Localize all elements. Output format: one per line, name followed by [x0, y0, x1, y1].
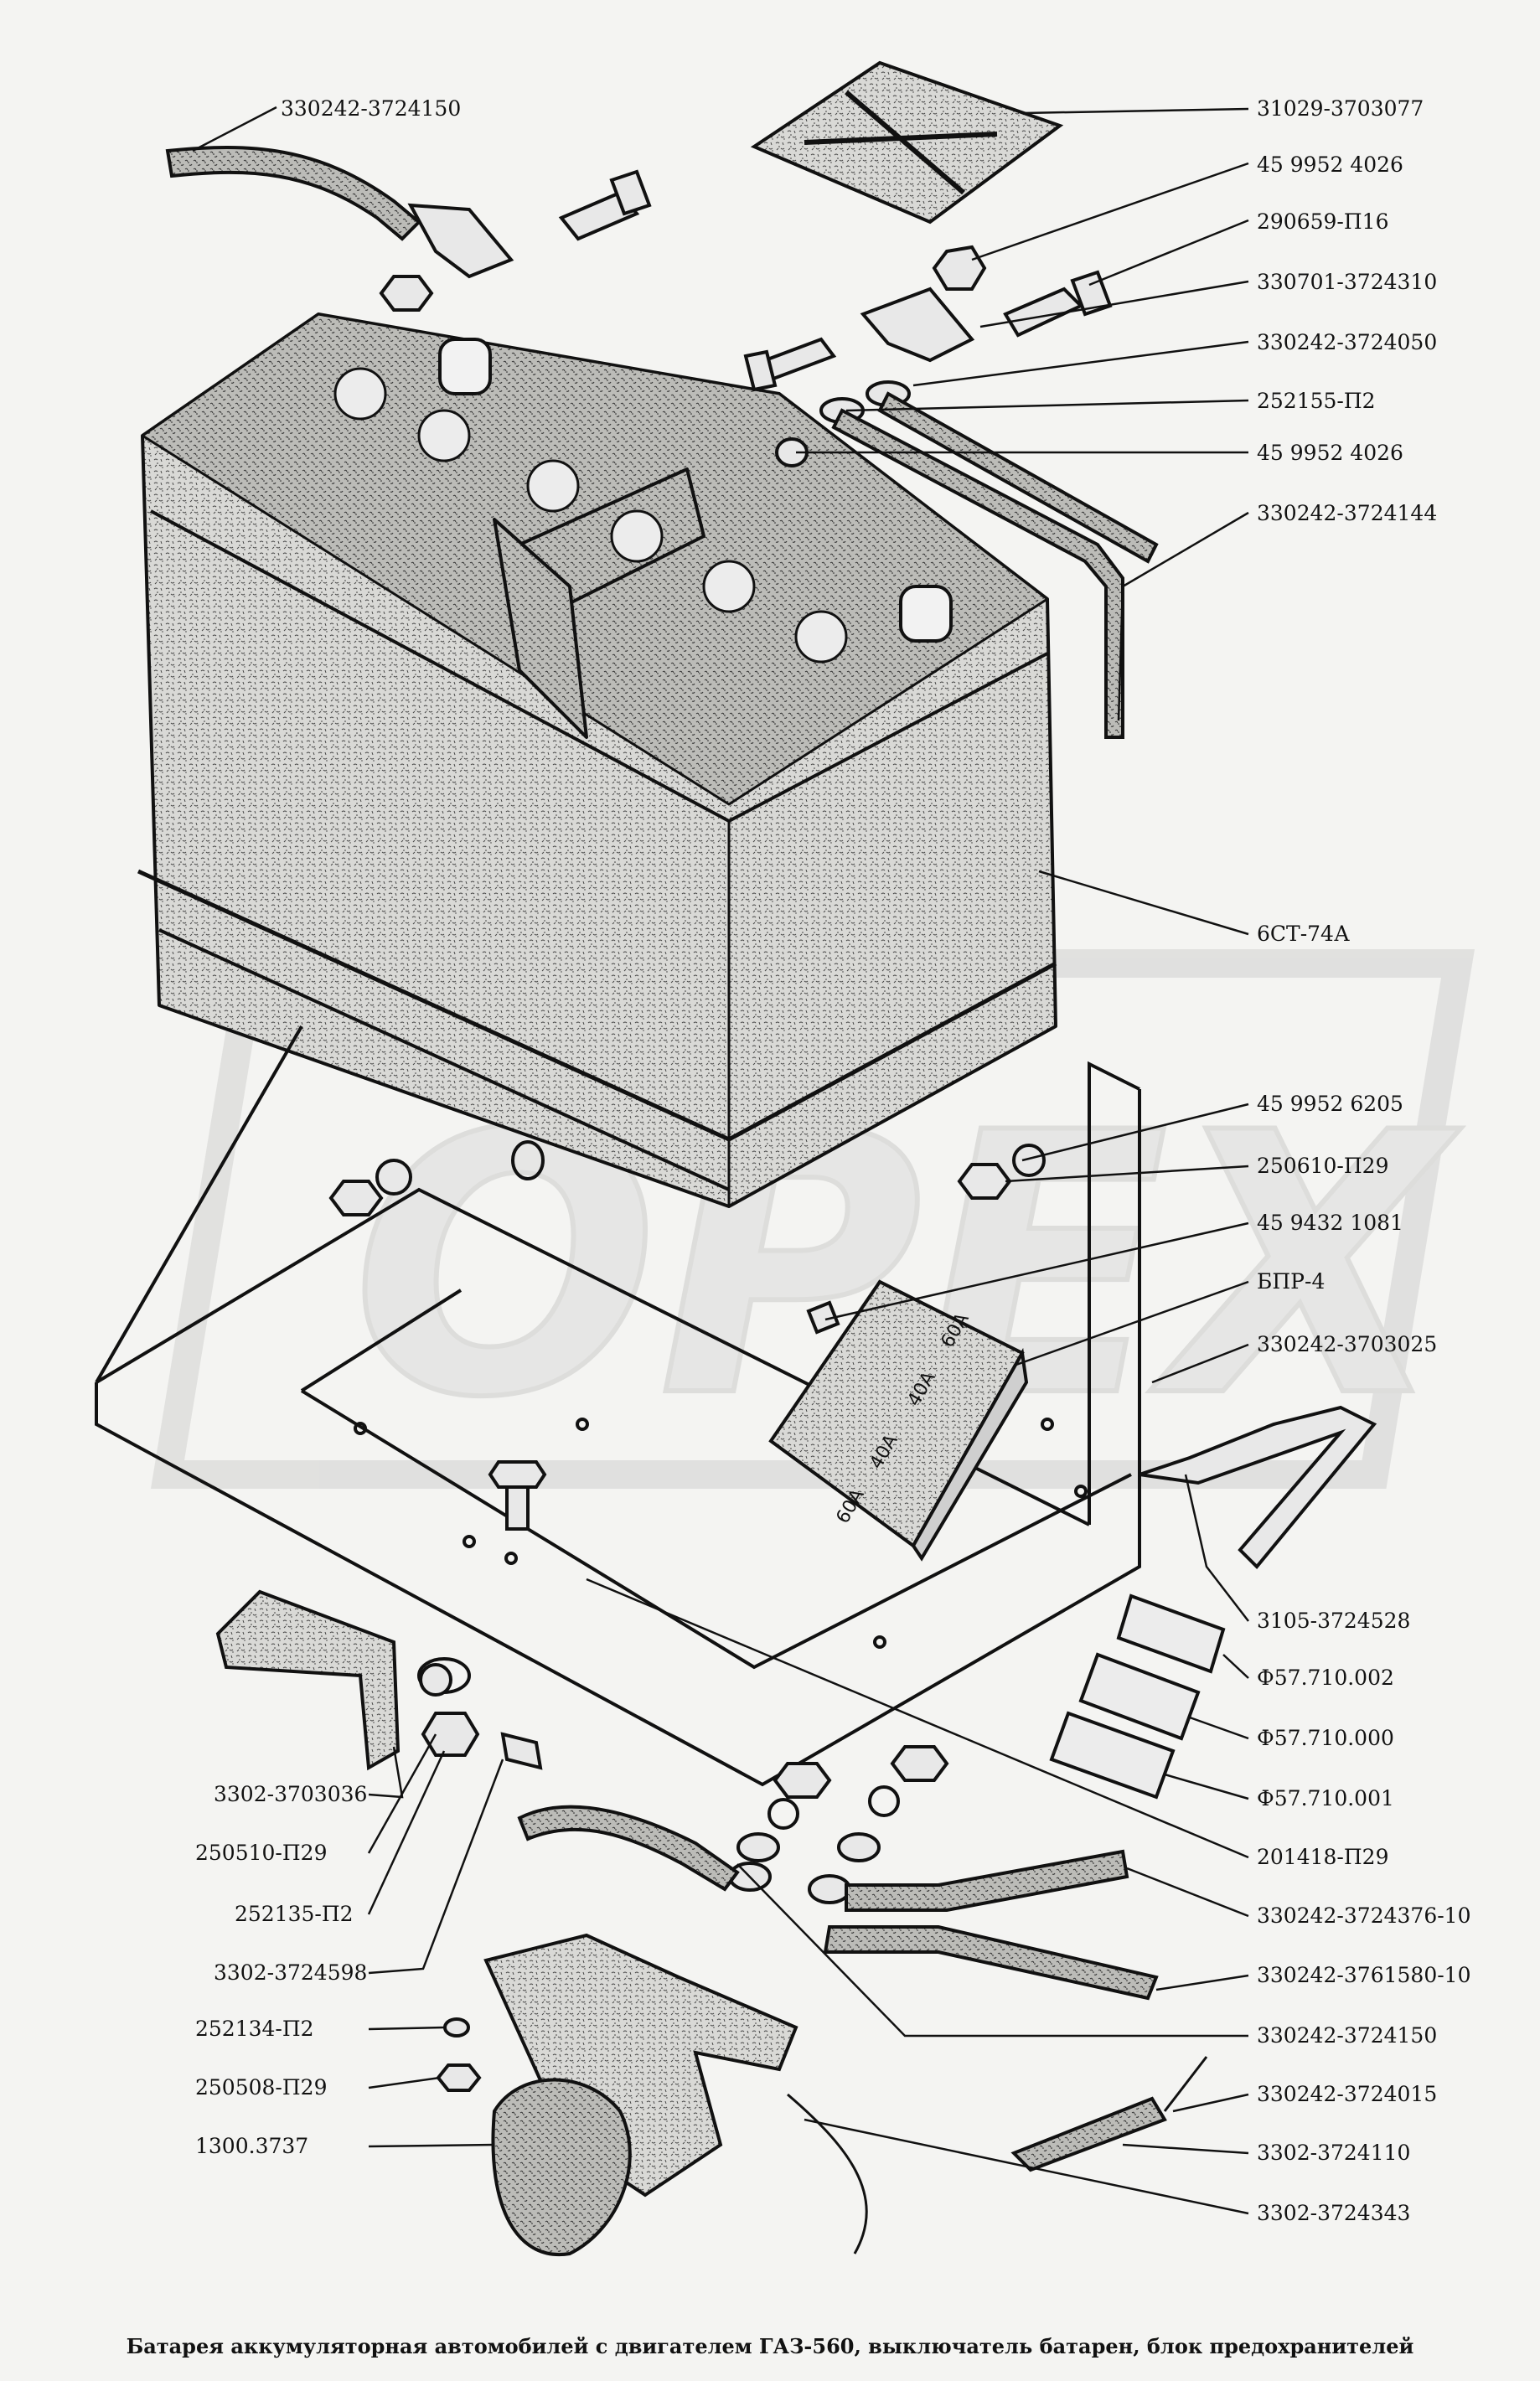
- part-label-201418-p29: 201418-П29: [1257, 1845, 1389, 1869]
- part-label-252134-p2: 252134-П2: [195, 2017, 314, 2041]
- cable-tie-3105-3724528: [1139, 1405, 1377, 1569]
- part-label-330242-3724376-10: 330242-3724376-10: [1257, 1903, 1471, 1928]
- part-label-3105-3724528: 3105-3724528: [1257, 1609, 1411, 1633]
- leader-lines: [192, 106, 1249, 2215]
- figure-caption: Батарея аккумуляторная автомобилей с дви…: [126, 2334, 1414, 2358]
- bracket-3302-3703036: [215, 1589, 401, 1771]
- part-label-f57-710-002: Ф57.710.002: [1257, 1666, 1394, 1690]
- part-label-6st-74a: 6СТ-74А: [1257, 922, 1350, 946]
- battery-switch-1300-3737: [483, 1933, 1208, 2257]
- tray-fasteners: [328, 1144, 1046, 1531]
- part-label-330242-3724150-top: 330242-3724150: [281, 96, 462, 121]
- part-label-330701-3724310: 330701-3724310: [1257, 270, 1438, 294]
- part-label-3302-3724343: 3302-3724343: [1257, 2201, 1411, 2225]
- part-label-45-9952-4026-b: 45 9952 4026: [1257, 441, 1403, 465]
- part-label-f57-710-001: Ф57.710.001: [1257, 1786, 1394, 1810]
- part-label-330242-3761580-10: 330242-3761580-10: [1257, 1963, 1471, 1987]
- part-label-31029-3703077: 31029-3703077: [1257, 96, 1424, 121]
- lower-cables: [517, 1805, 1159, 2001]
- part-label-330242-3703025: 330242-3703025: [1257, 1332, 1438, 1356]
- part-label-290659-p16: 290659-П16: [1257, 209, 1389, 234]
- part-label-330242-3724144: 330242-3724144: [1257, 501, 1438, 525]
- fuse-block-bpr-4: 60A 40A 40A 60A: [768, 1279, 1029, 1562]
- part-label-3302-3724110: 3302-3724110: [1257, 2141, 1411, 2165]
- part-label-f57-710-000: Ф57.710.000: [1257, 1726, 1394, 1750]
- cable-330242-3724150-top: [165, 146, 652, 312]
- small-fasteners: [419, 1663, 949, 2092]
- part-label-330242-3724015: 330242-3724015: [1257, 2082, 1438, 2106]
- terminal-cover-31029-3703077: [750, 60, 1064, 225]
- part-label-1300-3737: 1300.3737: [195, 2134, 309, 2158]
- part-label-330242-3724150-bottom: 330242-3724150: [1257, 2023, 1438, 2048]
- part-label-3302-3703036: 3302-3703036: [214, 1782, 368, 1806]
- part-label-250610-p29: 250610-П29: [1257, 1154, 1389, 1178]
- part-label-45-9952-6205: 45 9952 6205: [1257, 1092, 1403, 1116]
- part-label-3302-3724598: 3302-3724598: [214, 1960, 368, 1985]
- terminal-clamp-group-right: [743, 245, 1159, 739]
- part-label-330242-3724050: 330242-3724050: [1257, 330, 1438, 354]
- part-label-252135-p2: 252135-П2: [235, 1902, 354, 1926]
- part-label-45-9432-1081: 45 9432 1081: [1257, 1211, 1403, 1235]
- part-label-250510-p29: 250510-П29: [195, 1841, 328, 1865]
- part-label-bpr-4: БПР-4: [1257, 1269, 1326, 1294]
- part-label-45-9952-4026-a: 45 9952 4026: [1257, 152, 1403, 177]
- battery-tray-330242-3703036: [95, 1025, 1141, 1787]
- battery-6st-74a: [137, 312, 1057, 1208]
- part-label-252155-p2: 252155-П2: [1257, 389, 1376, 413]
- part-label-250508-p29: 250508-П29: [195, 2075, 328, 2100]
- fuse-links: [1049, 1593, 1226, 1800]
